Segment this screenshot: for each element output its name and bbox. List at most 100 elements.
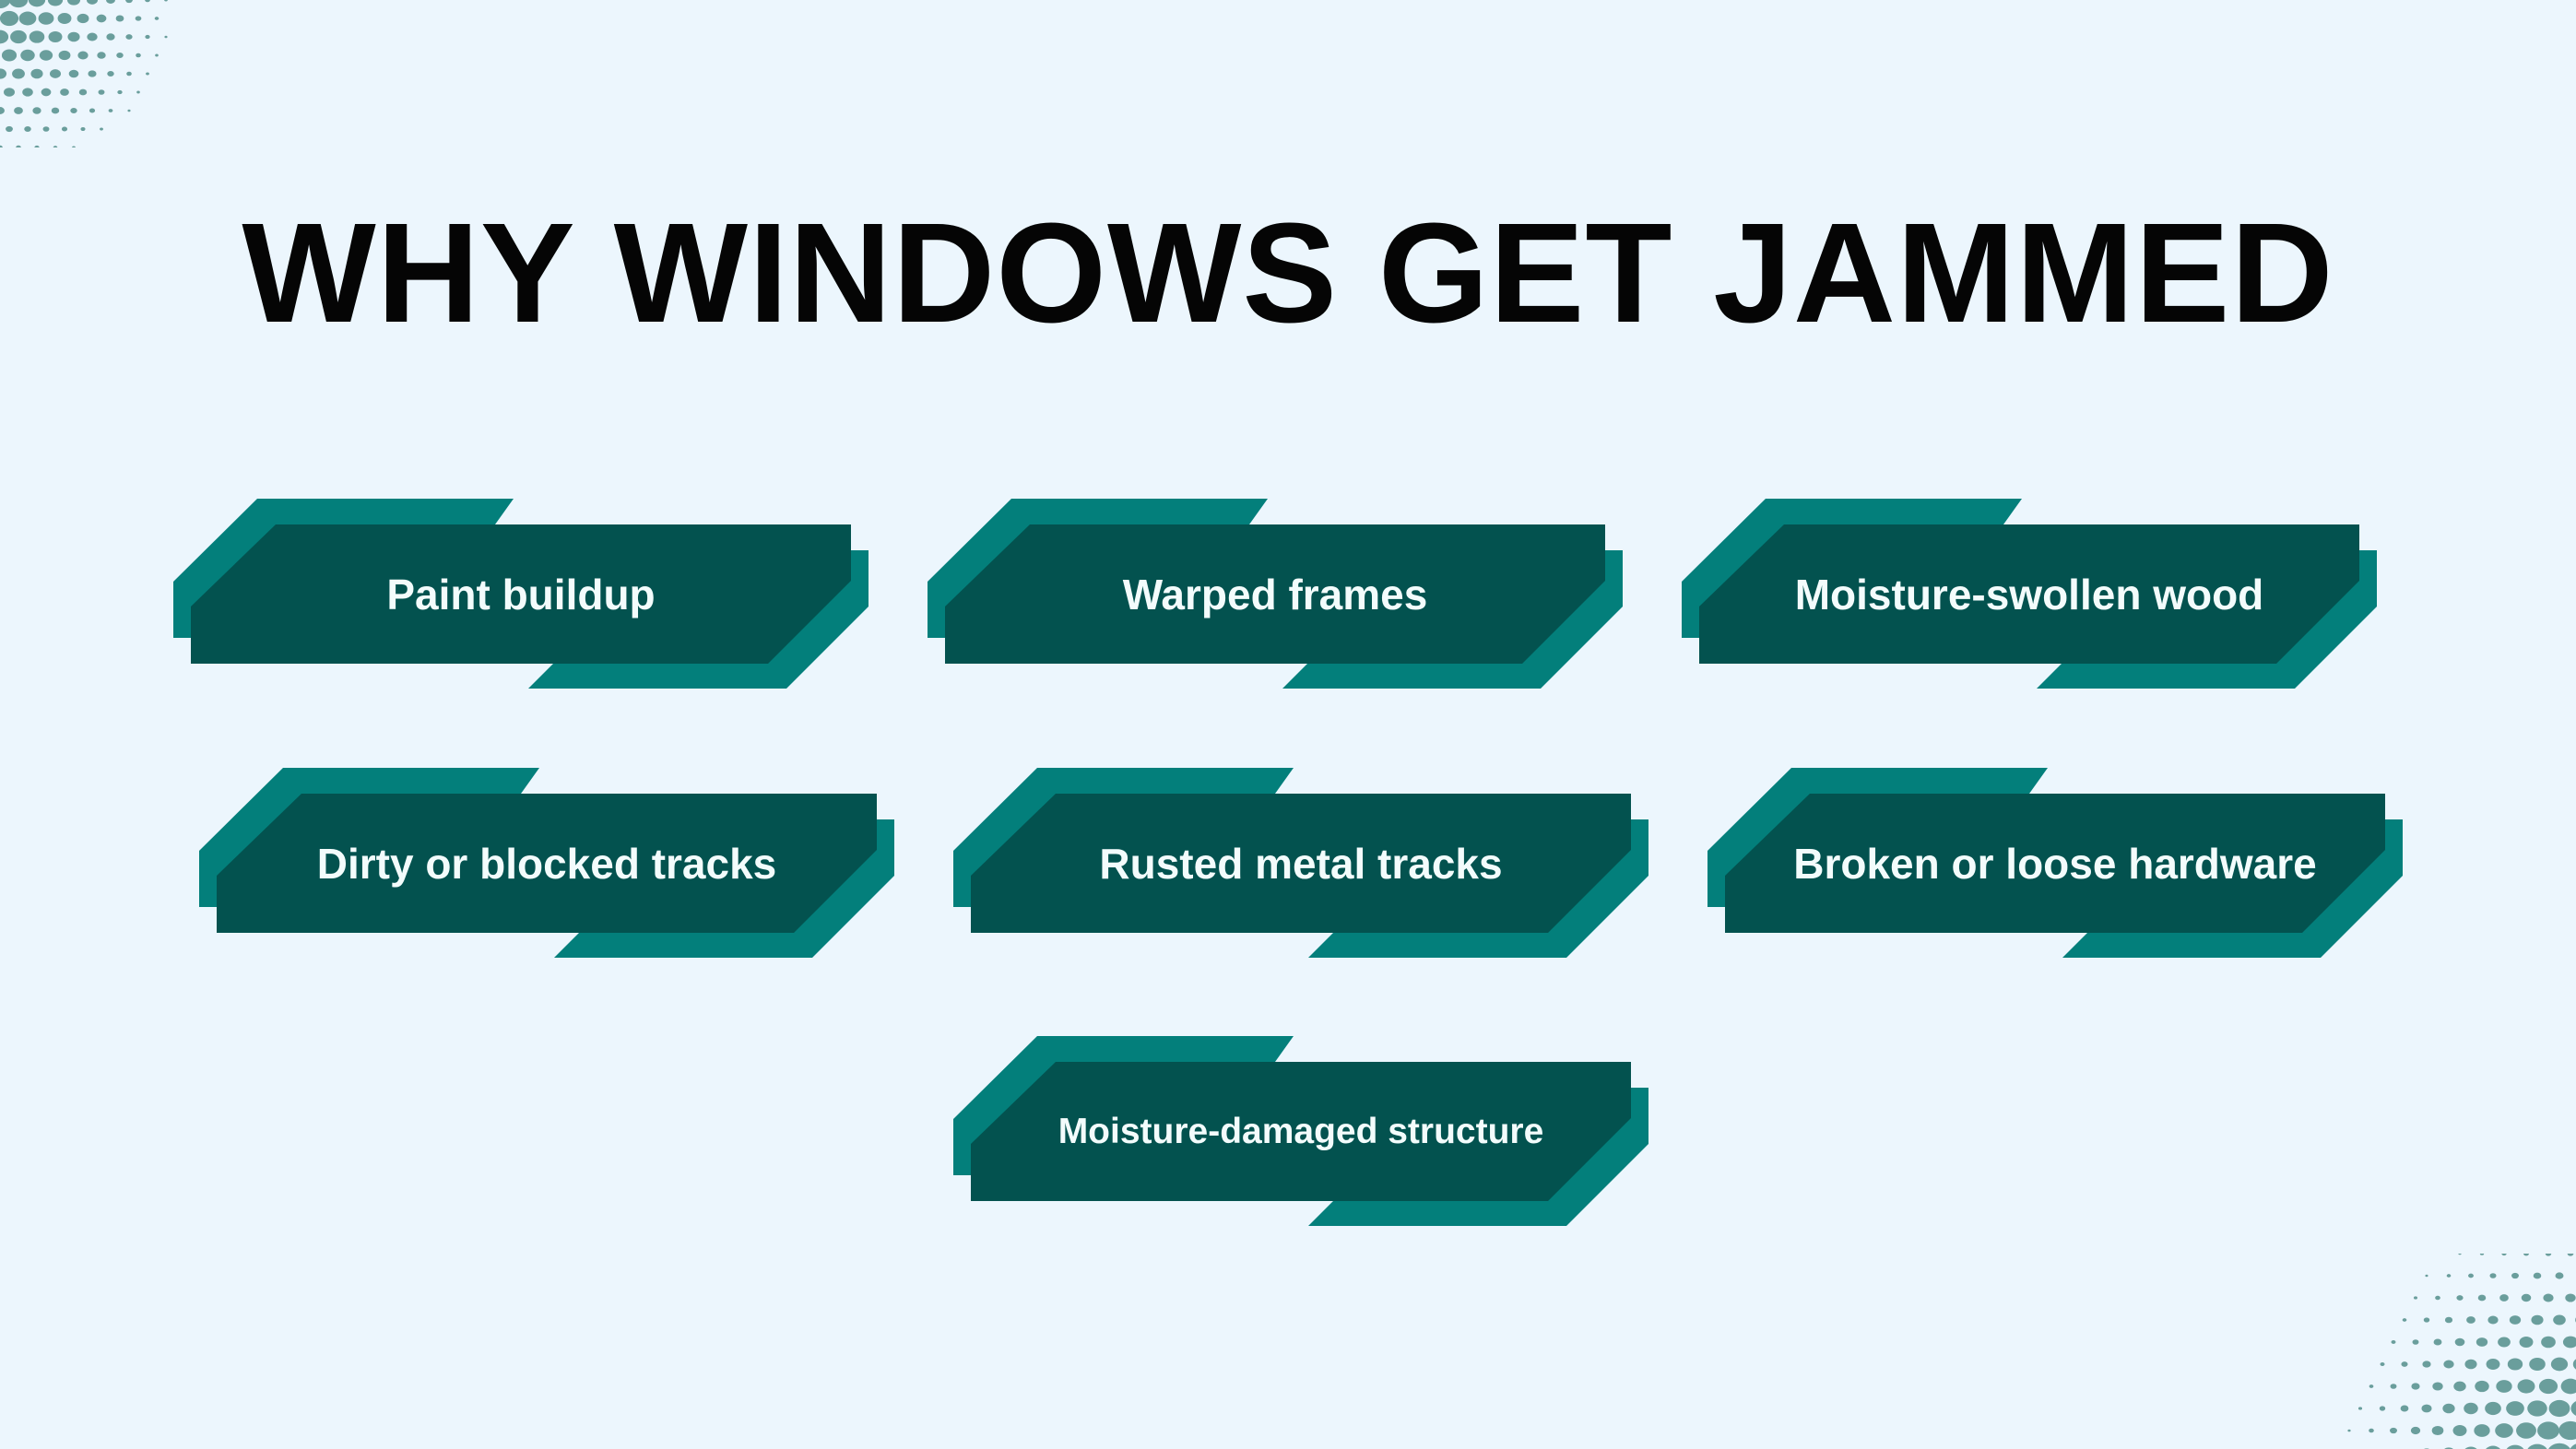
halftone-dot xyxy=(115,15,124,22)
halftone-dot xyxy=(97,52,106,59)
halftone-dot xyxy=(2506,1444,2524,1449)
cause-label: Broken or loose hardware xyxy=(1793,839,2317,888)
halftone-dot xyxy=(47,0,64,6)
halftone-dot xyxy=(2468,1273,2474,1278)
halftone-dot xyxy=(2548,1443,2570,1449)
card-front-shape xyxy=(1725,794,2385,933)
halftone-dot xyxy=(106,33,115,41)
halftone-dot xyxy=(2498,1337,2511,1348)
halftone-dot xyxy=(2453,1381,2466,1392)
halftone-dot xyxy=(2357,1407,2363,1410)
halftone-dot xyxy=(2476,1337,2488,1347)
halftone-dot xyxy=(41,88,52,97)
halftone-dot xyxy=(2464,1402,2478,1415)
card-front-shape xyxy=(945,524,1605,664)
halftone-dot xyxy=(2443,1360,2454,1369)
halftone-dot xyxy=(2347,1429,2351,1432)
halftone-dot xyxy=(2531,1314,2544,1325)
halftone-dot xyxy=(2435,1295,2440,1301)
halftone-dots-decoration-bottom-right xyxy=(2347,1254,2576,1449)
card-shape xyxy=(1682,499,2377,689)
halftone-dot xyxy=(22,88,33,97)
halftone-dot xyxy=(2516,1422,2536,1439)
halftone-dot xyxy=(2458,1254,2462,1255)
halftone-dot xyxy=(2523,1254,2530,1256)
halftone-dot xyxy=(60,88,69,96)
halftone-dot xyxy=(2422,1361,2431,1368)
cause-label: Dirty or blocked tracks xyxy=(316,839,777,888)
halftone-dot xyxy=(2489,1273,2497,1278)
card-front-shape xyxy=(191,524,851,664)
halftone-dot xyxy=(48,31,63,42)
halftone-dot xyxy=(154,17,160,20)
halftone-dot xyxy=(126,71,132,77)
halftone-dot xyxy=(2475,1380,2489,1393)
card-shape xyxy=(953,1036,1648,1226)
cause-card-broken-or-loose-hardware: Broken or loose hardware xyxy=(1707,768,2403,958)
halftone-dot xyxy=(2391,1340,2396,1344)
halftone-dot xyxy=(2390,1427,2397,1434)
halftone-dot xyxy=(10,29,27,44)
halftone-dot xyxy=(107,71,114,77)
halftone-dot xyxy=(18,11,37,26)
halftone-dot xyxy=(42,126,50,132)
halftone-dot xyxy=(2401,1361,2408,1367)
halftone-dot xyxy=(2464,1446,2477,1449)
halftone-dot xyxy=(164,35,168,39)
halftone-dot xyxy=(28,0,46,7)
halftone-dot xyxy=(86,0,99,5)
halftone-dot xyxy=(2558,1420,2576,1441)
halftone-dot xyxy=(0,0,11,8)
halftone-dot xyxy=(24,125,31,133)
halftone-dot xyxy=(2543,1293,2554,1302)
halftone-dot xyxy=(32,107,41,114)
halftone-dot xyxy=(53,146,58,147)
halftone-dot xyxy=(68,69,79,78)
card-front-shape xyxy=(971,794,1631,933)
halftone-dot xyxy=(38,12,54,25)
card-shape xyxy=(199,768,894,958)
halftone-dot xyxy=(88,70,97,77)
halftone-dot xyxy=(2533,1272,2542,1279)
halftone-dot xyxy=(96,14,107,23)
halftone-dot xyxy=(2452,1425,2467,1436)
halftone-dot xyxy=(2444,1316,2453,1324)
halftone-dot xyxy=(6,125,13,133)
halftone-dot xyxy=(2519,1337,2534,1348)
halftone-dot xyxy=(2548,1399,2570,1418)
halftone-dot xyxy=(136,53,141,58)
halftone-dot xyxy=(2501,1254,2507,1256)
halftone-dot xyxy=(2553,1314,2566,1325)
halftone-dot xyxy=(66,0,81,6)
halftone-dot xyxy=(2485,1401,2501,1416)
page-title: WHY WINDOWS GET JAMMED xyxy=(242,194,2334,352)
halftone-dot xyxy=(2423,1317,2430,1323)
halftone-dot xyxy=(2537,1421,2559,1440)
halftone-dot xyxy=(2562,1336,2576,1349)
cause-label: Moisture-swollen wood xyxy=(1794,570,2264,618)
halftone-dot xyxy=(8,0,29,8)
halftone-dot xyxy=(2400,1405,2409,1412)
halftone-dot xyxy=(2413,1296,2418,1300)
halftone-dot xyxy=(89,108,96,113)
halftone-dot xyxy=(127,109,131,112)
halftone-dot xyxy=(135,16,142,21)
halftone-dot xyxy=(80,126,86,132)
cause-card-moisture-swollen-wood: Moisture-swollen wood xyxy=(1682,499,2377,689)
halftone-dot xyxy=(106,0,115,4)
halftone-dot xyxy=(2369,1384,2374,1388)
halftone-dot xyxy=(2369,1428,2374,1433)
card-shape xyxy=(928,499,1623,689)
halftone-dot xyxy=(98,89,105,95)
halftone-dot xyxy=(2517,1379,2535,1394)
cause-label: Moisture-damaged structure xyxy=(1058,1111,1544,1151)
halftone-dot xyxy=(2464,1359,2477,1370)
halftone-dot xyxy=(57,13,72,24)
halftone-dot xyxy=(2402,1318,2407,1322)
halftone-dot xyxy=(2411,1383,2420,1390)
halftone-dot xyxy=(12,68,25,79)
cause-label: Warped frames xyxy=(1122,570,1428,618)
cause-card-paint-buildup: Paint buildup xyxy=(173,499,869,689)
halftone-dot xyxy=(0,68,7,79)
halftone-dot xyxy=(77,51,89,60)
